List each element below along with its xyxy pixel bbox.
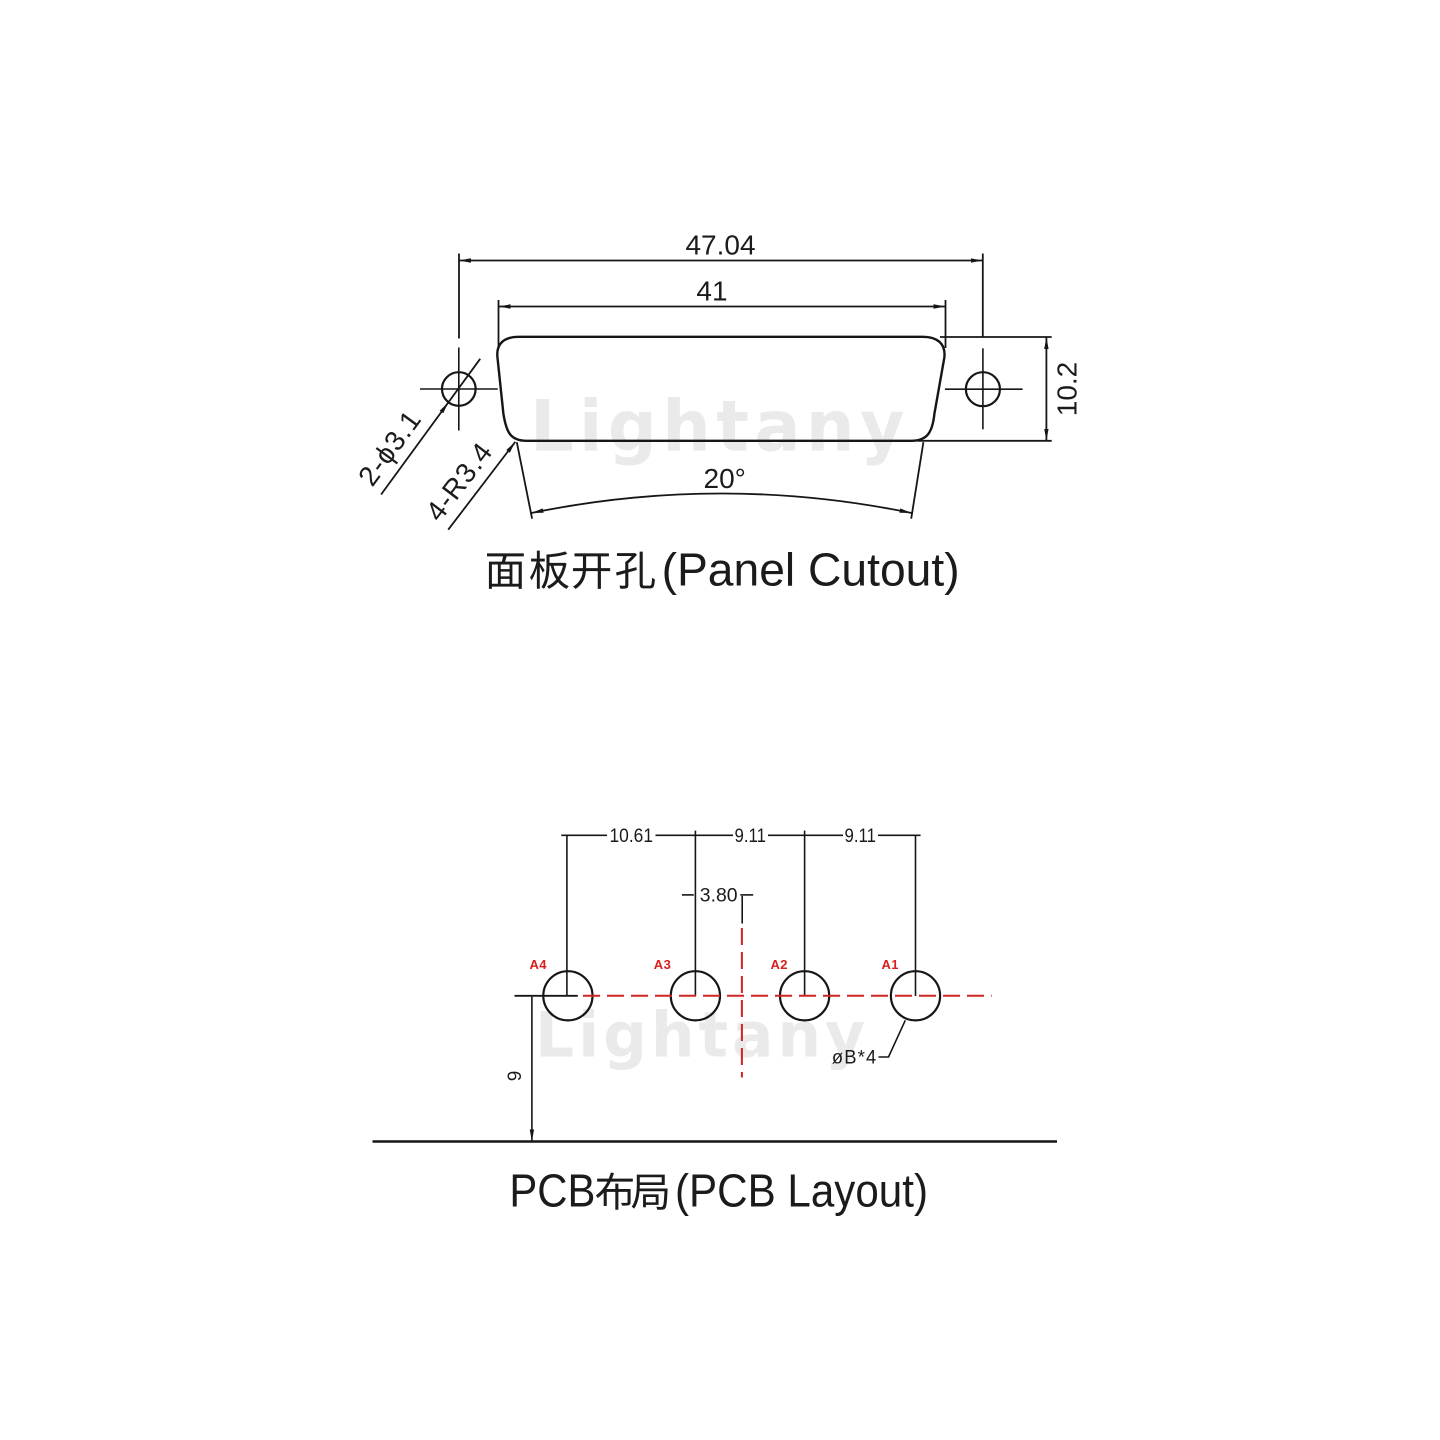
panel-title-latin: (Panel Cutout) <box>662 544 960 596</box>
dim-mask-911b <box>843 827 878 844</box>
panel-title-glyph-3 <box>572 553 611 589</box>
dim-mask-1061 <box>607 827 656 844</box>
pcb-layout-drawing: Lightany 10.61 9.11 9.11 3.80 A4 A3 A2 A… <box>372 826 1057 1217</box>
dim-text-cutout-height: 10.2 <box>1052 362 1083 417</box>
angle-ext-right <box>910 442 925 519</box>
pcb-title: PCB (PCB Layout) <box>509 1165 928 1217</box>
dim-text-center-offset: 3.80 <box>700 885 738 906</box>
panel-title: (Panel Cutout) <box>487 544 960 596</box>
dsub-cutout-outline <box>496 335 946 442</box>
pcb-title-glyph-2 <box>631 1174 668 1210</box>
pcb-title-latin-prefix: PCB <box>509 1165 595 1217</box>
angle-arc <box>531 492 912 514</box>
pad-a1 <box>889 970 942 1022</box>
dim-text-edge-distance: 9 <box>505 1071 526 1082</box>
leader-screw-holes-arrowhead <box>439 402 449 414</box>
pad-label-a2: A2 <box>771 957 788 972</box>
pcb-title-glyph-1 <box>595 1172 633 1210</box>
watermark-bottom: Lightany <box>535 999 869 1072</box>
panel-title-glyph-1 <box>487 553 524 589</box>
dim-text-cutout-width: 41 <box>696 276 727 307</box>
panel-title-glyph-4 <box>616 551 655 589</box>
pad-label-a4: A4 <box>530 957 548 972</box>
pad-label-a3: A3 <box>654 957 671 972</box>
watermark-top: Lightany <box>530 386 910 468</box>
leader-screw-holes <box>380 358 481 496</box>
leader-corner-radius <box>447 441 517 531</box>
leader-hole-diameter <box>878 1019 907 1058</box>
pcb-title-latin: (PCB Layout) <box>675 1165 928 1217</box>
dim-text-pitch-a3-a2: 9.11 <box>735 826 767 847</box>
label-corner-radius: 4-R3.4 <box>420 436 499 526</box>
panel-title-glyph-2 <box>530 550 569 589</box>
panel-cutout-drawing: Lightany 47.04 41 10.2 2-ϕ3.1 4- <box>352 230 1082 596</box>
dim-mask-911a <box>733 827 768 844</box>
label-hole-diameter: øB*4 <box>832 1047 878 1068</box>
dim-text-pitch-a4-a3: 10.61 <box>610 826 654 847</box>
dim-text-hole-span: 47.04 <box>685 230 755 261</box>
dim-text-pitch-a2-a1: 9.11 <box>845 826 877 847</box>
leader-corner-radius-arrowhead <box>506 441 516 453</box>
dim-text-side-angle: 20° <box>704 463 746 494</box>
pad-label-a1: A1 <box>882 957 899 972</box>
angle-ext-left <box>515 442 533 519</box>
